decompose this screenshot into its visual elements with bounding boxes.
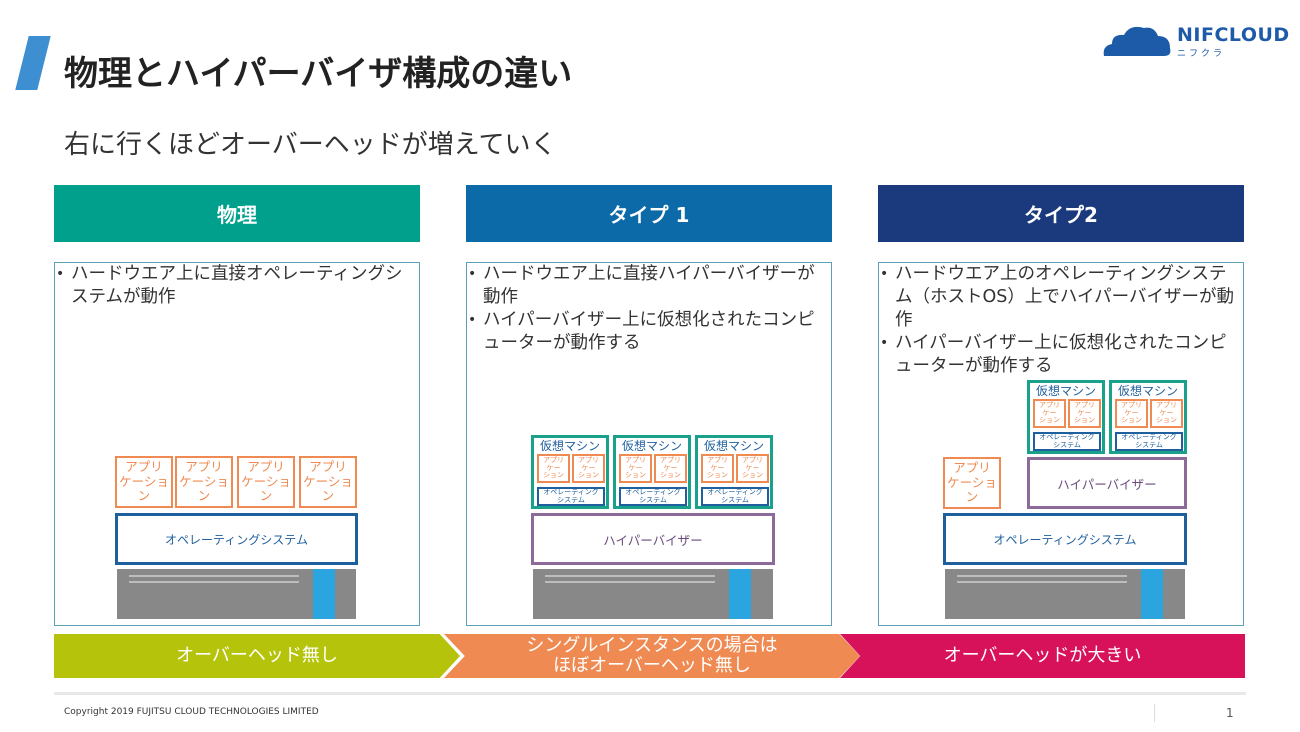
application-box: アプリケーション <box>572 454 605 483</box>
operating-system-box: オペレーティングシステム <box>701 487 769 506</box>
operating-system-box: オペレーティングシステム <box>1115 432 1183 451</box>
hardware-server-icon <box>533 569 773 619</box>
hypervisor-box: ハイパーバイザー <box>531 513 775 565</box>
bullet-list: ハードウエア上に直接オペレーティングシステムが動作 <box>55 263 419 309</box>
page-number-separator <box>1154 704 1155 722</box>
slide-title: 物理とハイパーバイザ構成の違い <box>64 54 573 94</box>
application-box: アプリケーション <box>537 454 570 483</box>
application-box: アプリケーション <box>237 456 295 508</box>
bullet-item: ハードウエア上のオペレーティングシステム（ホストOS）上でハイパーバイザーが動作 <box>879 263 1243 332</box>
bullet-item: ハードウエア上に直接オペレーティングシステムが動作 <box>55 263 419 309</box>
operating-system-box: オペレーティングシステム <box>1033 432 1101 451</box>
operating-system-box: オペレーティングシステム <box>619 487 687 506</box>
panel-type2: ハードウエア上のオペレーティングシステム（ホストOS）上でハイパーバイザーが動作… <box>878 262 1244 626</box>
application-box: アプリケーション <box>619 454 652 483</box>
application-box: アプリケーション <box>115 456 173 508</box>
footer-divider <box>54 692 1246 695</box>
application-box: アプリケーション <box>1068 399 1101 428</box>
copyright-text: Copyright 2019 FUJITSU CLOUD TECHNOLOGIE… <box>64 707 319 717</box>
bullet-item: ハイパーバイザー上に仮想化されたコンピューターが動作する <box>467 309 831 355</box>
logo-text: NIFCLOUD <box>1177 24 1290 46</box>
operating-system-box: オペレーティングシステム <box>943 513 1187 565</box>
application-box: アプリケーション <box>736 454 769 483</box>
application-box: アプリケーション <box>1033 399 1066 428</box>
column-header-physical: 物理 <box>54 185 420 242</box>
logo-subtext: ニフクラ <box>1177 49 1226 59</box>
application-box: アプリケーション <box>299 456 357 508</box>
application-box: アプリケーション <box>175 456 233 508</box>
page-number: 1 <box>1226 706 1234 720</box>
operating-system-box: オペレーティングシステム <box>537 487 605 506</box>
virtual-machine-box: 仮想マシン アプリケーション アプリケーション オペレーティングシステム <box>695 435 773 509</box>
bullet-item: ハードウエア上に直接ハイパーバイザーが動作 <box>467 263 831 309</box>
panel-type1: ハードウエア上に直接ハイパーバイザーが動作 ハイパーバイザー上に仮想化されたコン… <box>466 262 832 626</box>
overhead-arrow-mostly-none: シングルインスタンスの場合はほぼオーバーヘッド無し <box>444 634 860 678</box>
bullet-list: ハードウエア上のオペレーティングシステム（ホストOS）上でハイパーバイザーが動作… <box>879 263 1243 378</box>
column-header-type1: タイプ 1 <box>466 185 832 242</box>
slide-subtitle: 右に行くほどオーバーヘッドが増えていく <box>64 130 557 160</box>
virtual-machine-box: 仮想マシン アプリケーション アプリケーション オペレーティングシステム <box>531 435 609 509</box>
hypervisor-box: ハイパーバイザー <box>1027 457 1187 509</box>
virtual-machine-box: 仮想マシン アプリケーション アプリケーション オペレーティングシステム <box>1109 380 1187 454</box>
overhead-arrow-large: オーバーヘッドが大きい <box>840 634 1245 678</box>
virtual-machine-box: 仮想マシン アプリケーション アプリケーション オペレーティングシステム <box>613 435 691 509</box>
column-header-type2: タイプ2 <box>878 185 1244 242</box>
application-box: アプリケーション <box>1115 399 1148 428</box>
hardware-server-icon <box>117 569 356 619</box>
overhead-arrow-none: オーバーヘッド無し <box>54 634 460 678</box>
application-box: アプリケーション <box>701 454 734 483</box>
virtual-machine-box: 仮想マシン アプリケーション アプリケーション オペレーティングシステム <box>1027 380 1105 454</box>
title-accent-bar <box>15 36 51 90</box>
bullet-list: ハードウエア上に直接ハイパーバイザーが動作 ハイパーバイザー上に仮想化されたコン… <box>467 263 831 355</box>
application-box: アプリケーション <box>654 454 687 483</box>
application-box: アプリケーション <box>943 457 1001 509</box>
bullet-item: ハイパーバイザー上に仮想化されたコンピューターが動作する <box>879 332 1243 378</box>
application-box: アプリケーション <box>1150 399 1183 428</box>
hardware-server-icon <box>945 569 1185 619</box>
operating-system-box: オペレーティングシステム <box>115 513 358 565</box>
cloud-logo-icon <box>1103 26 1171 56</box>
